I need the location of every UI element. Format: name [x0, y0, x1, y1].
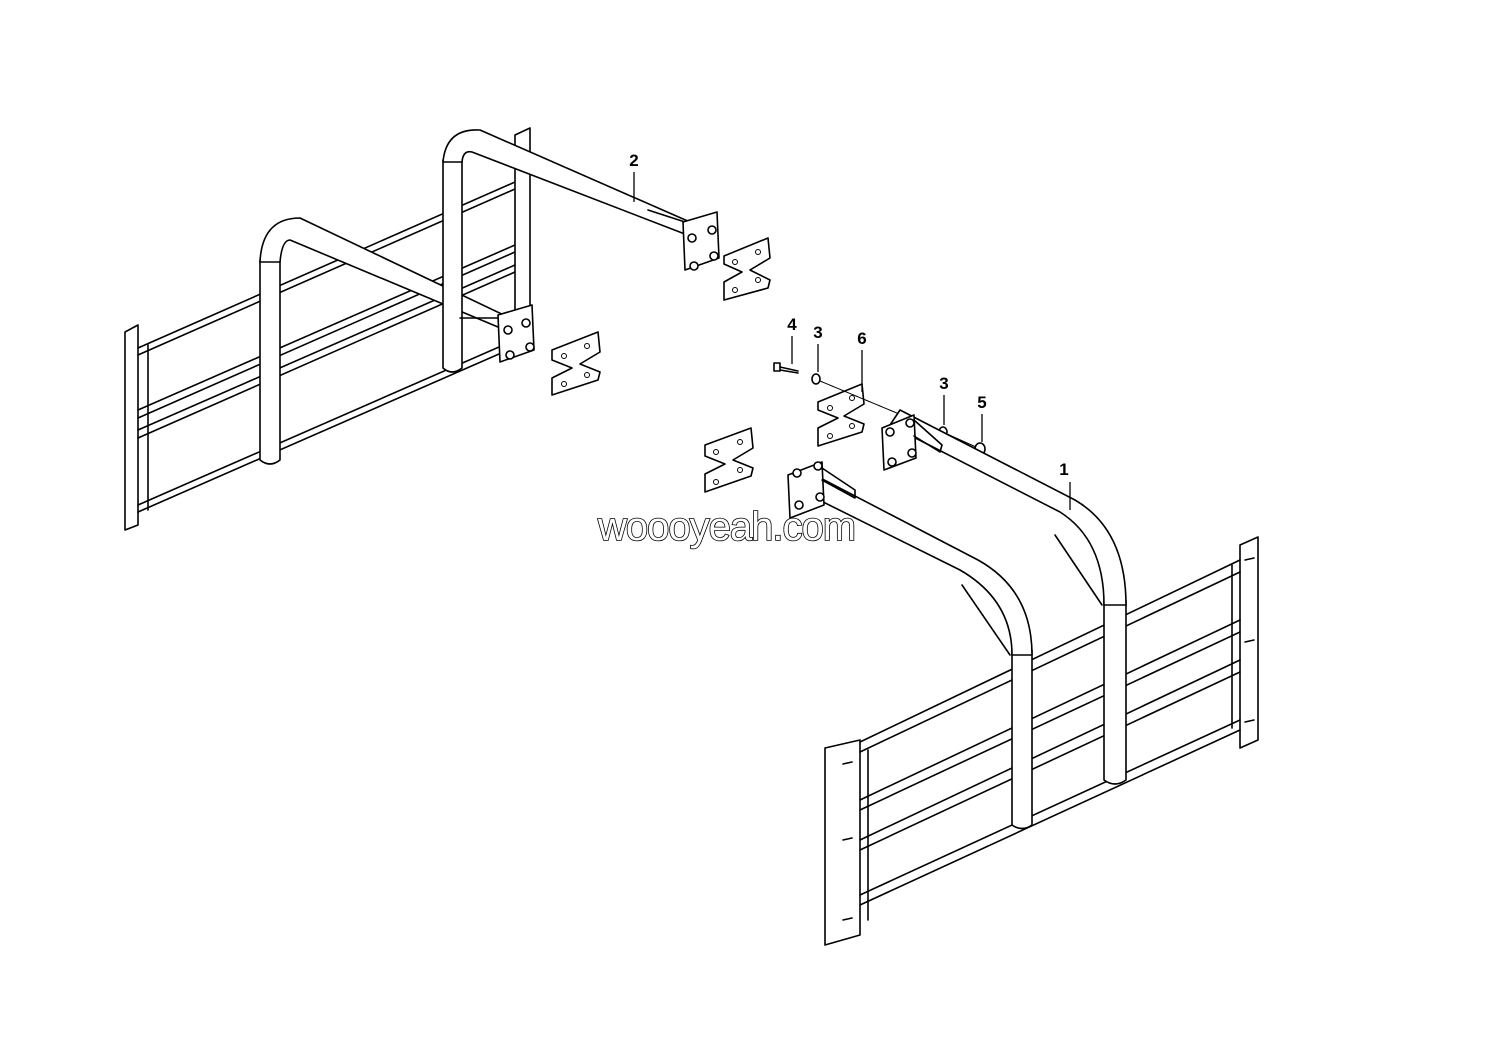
svg-text:1: 1 [1059, 460, 1068, 479]
callout-4: 4 [787, 315, 797, 364]
callout-3a: 3 [813, 323, 823, 372]
callout-6: 6 [857, 329, 867, 392]
bolt-4 [773, 362, 799, 374]
mount-plate-far-1 [881, 414, 943, 471]
rear-guard-assembly-2 [124, 127, 720, 531]
washer-3a [811, 373, 821, 385]
shim-plate-b [551, 331, 601, 396]
svg-text:4: 4 [787, 315, 797, 334]
svg-text:2: 2 [629, 151, 638, 170]
callout-1: 1 [1059, 460, 1071, 510]
mount-plate-near-1 [787, 461, 856, 519]
shim-plate-a [723, 237, 771, 301]
mount-plate-left-2 [459, 304, 535, 363]
watermark-text: woooyeah.com [597, 505, 855, 549]
callout-3b: 3 [939, 374, 949, 425]
mount-plate-right-2 [647, 209, 720, 271]
shim-plate-c [817, 383, 865, 447]
svg-text:3: 3 [813, 323, 822, 342]
svg-text:5: 5 [977, 393, 986, 412]
front-guard-assembly-1 [787, 409, 1259, 946]
svg-text:3: 3 [939, 374, 948, 393]
callout-5: 5 [977, 393, 987, 442]
svg-text:6: 6 [857, 329, 866, 348]
callout-2: 2 [629, 151, 639, 202]
shim-plate-d [704, 427, 754, 493]
